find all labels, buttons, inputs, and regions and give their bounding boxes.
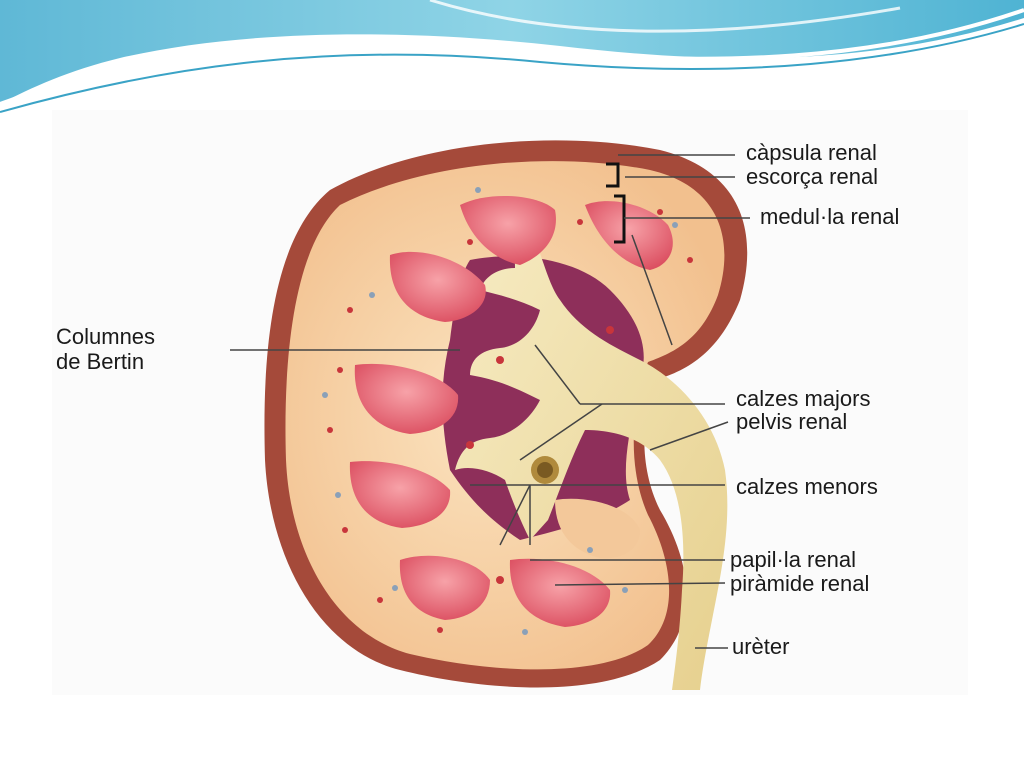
- label-columnes-line2: de Bertin: [56, 349, 145, 374]
- label-medulla-renal: medul·la renal: [760, 204, 900, 229]
- leader-lines: [230, 154, 750, 649]
- label-columnes-de-bertin: Columnes de Bertin: [56, 324, 155, 374]
- label-calzes-majors: calzes majors: [736, 386, 871, 411]
- renal-pelvis-shape: [455, 210, 728, 690]
- medulla-bracket: [614, 194, 626, 244]
- label-capsula-renal: càpsula renal: [746, 140, 877, 165]
- label-escorca-renal: escorça renal: [746, 164, 879, 189]
- label-pelvis-renal: pelvis renal: [736, 409, 848, 434]
- label-columnes-line1: Columnes: [56, 324, 156, 349]
- label-ureter: urèter: [732, 634, 790, 659]
- capsule-bracket: [606, 162, 620, 188]
- label-piramide-renal: piràmide renal: [730, 571, 870, 596]
- label-papilla-renal: papil·la renal: [730, 547, 856, 572]
- label-calzes-menors: calzes menors: [736, 474, 878, 499]
- header-wave-decoration: [0, 0, 1024, 113]
- vessel-dots: [327, 209, 693, 633]
